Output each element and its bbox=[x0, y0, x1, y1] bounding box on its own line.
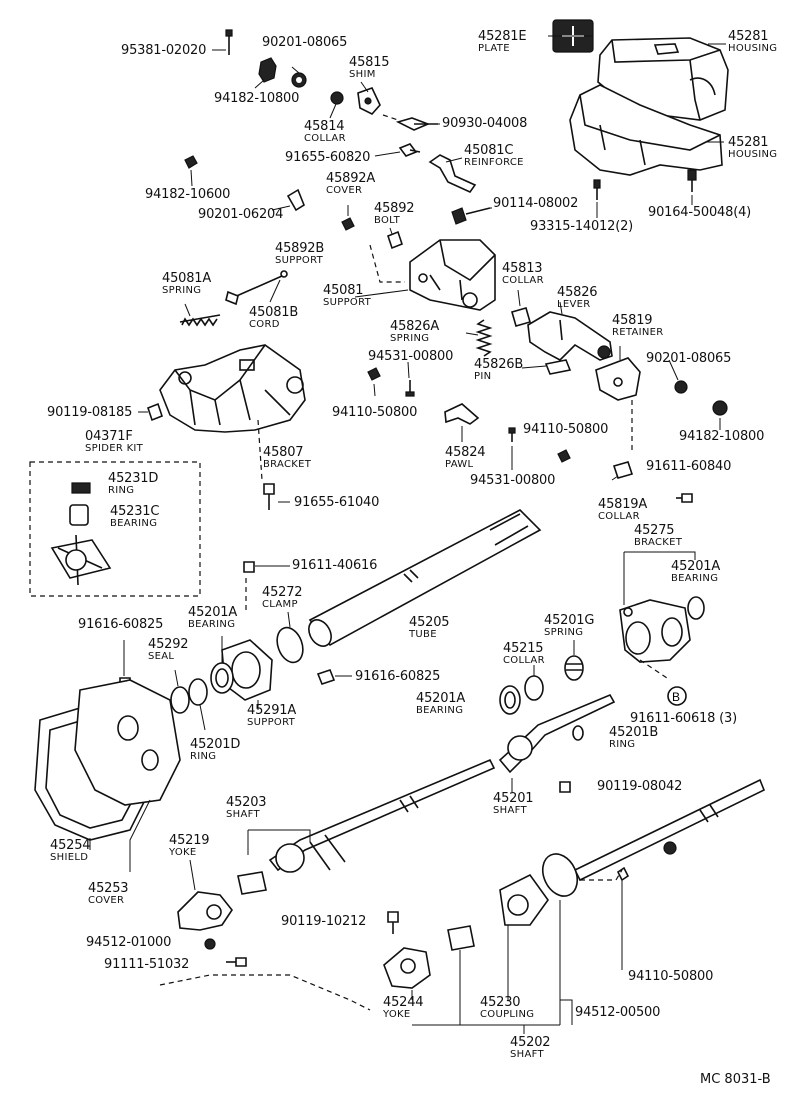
part-label: 90201-06204 bbox=[198, 207, 284, 222]
housing-lower bbox=[569, 84, 723, 176]
lever-45826 bbox=[527, 311, 613, 361]
part-label: 94531-00800 bbox=[470, 473, 556, 488]
part-label: 91611-60840 bbox=[646, 459, 732, 474]
part-label: 91655-61040 bbox=[294, 495, 380, 510]
bracket-45275 bbox=[619, 599, 691, 663]
part-label: 91616-60825 bbox=[78, 617, 164, 632]
support-45081 bbox=[409, 239, 496, 311]
cover-45253 bbox=[74, 679, 181, 806]
bracket-45807 bbox=[159, 344, 306, 433]
part-label: 95381-02020 bbox=[121, 43, 207, 58]
shaft-45203 bbox=[268, 758, 496, 873]
part-label: 94110-50800 bbox=[332, 405, 418, 420]
part-label: 90119-10212 bbox=[281, 914, 367, 929]
part-label: 91616-60825 bbox=[355, 669, 441, 684]
part-label: 90201-08065 bbox=[262, 35, 348, 50]
part-label: 94182-10800 bbox=[214, 91, 300, 106]
part-label: 94110-50800 bbox=[523, 422, 609, 437]
part-label: 91655-60820 bbox=[285, 150, 371, 165]
shaft-45202 bbox=[499, 778, 766, 926]
part-label: 94110-50800 bbox=[628, 969, 714, 984]
part-label: 90930-04008 bbox=[442, 116, 528, 131]
part-label: 94531-00800 bbox=[368, 349, 454, 364]
part-label: 91111-51032 bbox=[104, 957, 190, 972]
part-label: 90201-08065 bbox=[646, 351, 732, 366]
drawing-code: MC 8031-B bbox=[700, 1072, 771, 1087]
part-label: 91611-40616 bbox=[292, 558, 378, 573]
part-label: 90114-08002 bbox=[493, 196, 579, 211]
part-label: 90164-50048(4) bbox=[648, 205, 752, 220]
tube-45205 bbox=[308, 509, 542, 647]
part-label: 94512-01000 bbox=[86, 935, 172, 950]
part-label: 94512-00500 bbox=[575, 1005, 661, 1020]
part-label: 91611-60618 (3) bbox=[630, 711, 737, 726]
shaft-45201 bbox=[498, 693, 616, 774]
circled-marker: B bbox=[672, 690, 680, 704]
part-label: 90119-08042 bbox=[597, 779, 683, 794]
part-label: 94182-10800 bbox=[679, 429, 765, 444]
part-label: 93315-14012(2) bbox=[530, 219, 634, 234]
part-label: 90119-08185 bbox=[47, 405, 133, 420]
part-label: 94182-10600 bbox=[145, 187, 231, 202]
